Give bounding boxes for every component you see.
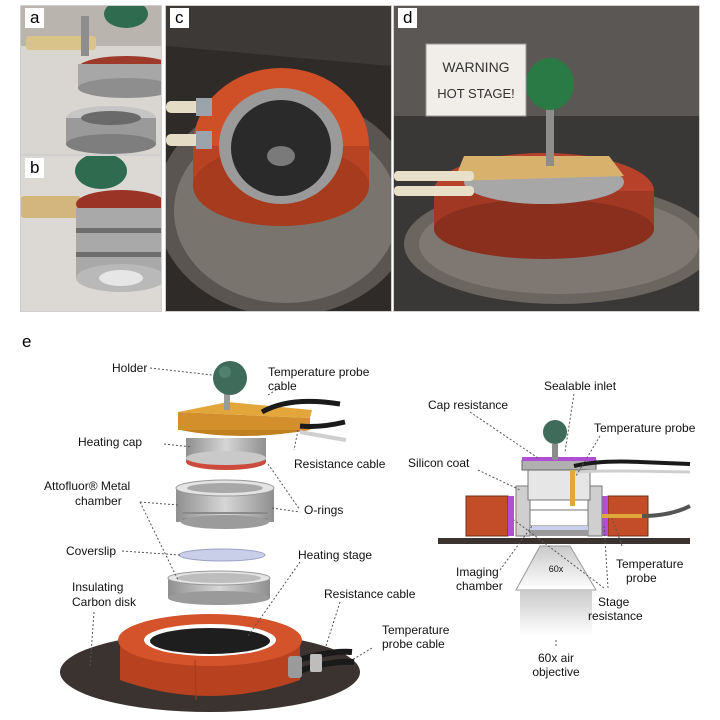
label-coverslip: Coverslip — [66, 544, 116, 558]
label-o-rings: O-rings — [304, 503, 343, 517]
label-temperature-probe: Temperature probe — [594, 421, 696, 435]
label-stage-resistance-2: resistance — [588, 609, 643, 623]
label-resistance-cable-bottom: Resistance cable — [324, 587, 416, 601]
sign-warning-text: WARNING — [442, 59, 509, 75]
photo-panel-a: a — [20, 5, 162, 155]
cross-section — [438, 420, 691, 636]
exploded-view — [60, 361, 360, 712]
label-heating-cap: Heating cap — [78, 435, 142, 449]
label-holder: Holder — [112, 361, 147, 375]
photo-panel-d: WARNING HOT STAGE! d — [393, 5, 700, 312]
holder — [213, 361, 247, 410]
label-resistance-cable-top: Resistance cable — [294, 457, 386, 471]
label-silicon-coat: Silicon coat — [408, 456, 470, 470]
heating-cap — [178, 402, 312, 470]
label-imaging-2: chamber — [456, 579, 503, 593]
photo-c-image — [166, 6, 391, 311]
label-temperature-probe-2-2: probe — [626, 571, 657, 585]
photo-b-image — [21, 156, 161, 311]
sign-hot-stage-text: HOT STAGE! — [437, 86, 515, 101]
label-cap-resistance: Cap resistance — [428, 398, 508, 412]
label-insulating-2: Carbon disk — [72, 595, 137, 609]
label-temp-probe-cable-top-2: cable — [268, 379, 297, 393]
heating-stage — [118, 614, 302, 701]
label-sealable-inlet: Sealable inlet — [544, 379, 617, 393]
label-attofluor-1: Attofluor® Metal — [44, 479, 130, 493]
panel-label-d: d — [398, 8, 418, 28]
photo-d-image: WARNING HOT STAGE! — [394, 6, 699, 311]
panel-label-c: c — [170, 8, 189, 28]
label-stage-resistance-1: Stage — [598, 595, 630, 609]
label-heating-stage: Heating stage — [298, 548, 372, 562]
label-objective-mark: 60x — [549, 564, 564, 574]
label-temperature-probe-2-1: Temperature — [616, 557, 684, 571]
photo-panel-b: b — [20, 155, 162, 312]
label-temp-probe-cable-bottom-1: Temperature — [382, 623, 450, 637]
attofluor-chamber — [175, 479, 275, 529]
photo-a-image — [21, 6, 161, 154]
panel-label-e: e — [22, 332, 32, 351]
label-insulating-1: Insulating — [72, 580, 123, 594]
label-objective-2: objective — [532, 665, 580, 679]
panel-label-a: a — [25, 8, 45, 28]
photo-panel-c: c — [165, 5, 392, 312]
lower-metal-ring — [167, 570, 271, 605]
cross-section-labels: Sealable inlet Cap resistance Temperatur… — [408, 379, 696, 679]
label-attofluor-2: chamber — [75, 494, 122, 508]
label-imaging-1: Imaging — [456, 565, 499, 579]
exploded-labels: Holder Temperature probe cable Heating c… — [44, 361, 450, 669]
label-temp-probe-cable-top-1: Temperature probe — [268, 365, 370, 379]
coverslip — [178, 548, 266, 562]
panel-label-b: b — [25, 158, 45, 178]
label-temp-probe-cable-bottom-2: probe cable — [382, 637, 445, 651]
label-objective-1: 60x air — [538, 651, 574, 665]
